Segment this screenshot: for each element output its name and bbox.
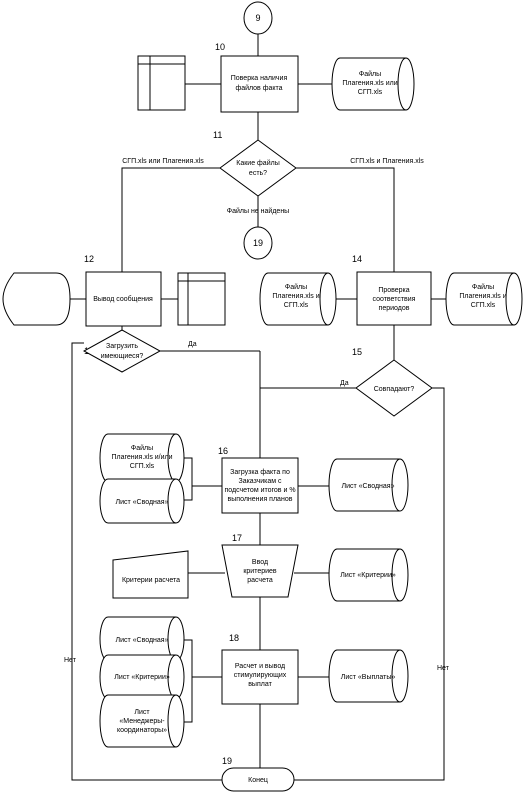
process-check-periods-line1: Проверка xyxy=(378,287,409,294)
storage-files-14-right-line2: Плагения.xls и xyxy=(459,293,506,300)
storage-files-14-right-line3: СГП.xls xyxy=(471,302,496,309)
storage-files-top-line3: СГП.xls xyxy=(358,89,383,96)
step-number-19: 19 xyxy=(222,756,232,766)
table-document-icon xyxy=(177,272,226,326)
storage-sheet-managers-line1: Лист xyxy=(134,709,150,716)
step-number-11: 11 xyxy=(213,130,222,140)
storage-sheet-managers-line2: «Менеджеры- xyxy=(119,718,165,725)
no-line-13 xyxy=(71,342,222,781)
terminator-end xyxy=(221,767,295,792)
storage-sheet-payments-label: Лист «Выплаты» xyxy=(341,674,396,681)
process-load-fact xyxy=(221,457,299,514)
storage-sheet-criteria-17 xyxy=(328,548,409,602)
not-found-label: Файлы не найдены xyxy=(227,207,289,215)
connector-9-label: 9 xyxy=(255,13,260,23)
enter-criteria-line1: Ввод xyxy=(252,559,268,566)
enter-criteria-line3: расчета xyxy=(247,577,273,584)
decision-load-existing-line1: Загрузить xyxy=(106,343,138,350)
decision-which-files xyxy=(219,139,297,197)
branch-line-left xyxy=(121,167,220,272)
decision-which-files-line2: есть? xyxy=(249,170,267,177)
process-load-fact-line3: подсчетом итогов и % xyxy=(224,487,295,494)
branch-right-label: СГП.xls и Плагения.xls xyxy=(350,158,424,165)
process-show-message-label: Вывод сообщения xyxy=(93,295,153,303)
process-check-periods-line3: периодов xyxy=(379,305,410,312)
decision-which-files-line1: Какие файлы xyxy=(236,159,279,167)
connector-19-label: 19 xyxy=(253,238,263,248)
decision-load-existing xyxy=(82,329,162,373)
process-load-fact-line4: выполнения планов xyxy=(228,496,293,503)
process-check-files xyxy=(220,55,299,113)
step-number-17: 17 xyxy=(232,533,242,543)
group-bracket xyxy=(184,639,193,723)
manual-input-criteria-label: Критерии расчета xyxy=(122,577,180,584)
manual-operation-enter-criteria xyxy=(221,544,299,598)
yes-label-13: Да xyxy=(188,341,197,348)
storage-files-top-line2: Плагения.xls или xyxy=(342,80,397,87)
storage-files-14-left xyxy=(259,272,337,326)
storage-sheet-managers-line3: координаторы» xyxy=(117,727,167,734)
storage-sheet-summary-16-right xyxy=(328,458,409,512)
display-screen-icon xyxy=(2,272,71,326)
yes-label-15: Да xyxy=(340,380,349,387)
storage-sheet-criteria-18-label: Лист «Критерии» xyxy=(114,674,170,681)
storage-files-16-line1: Файлы xyxy=(131,444,153,452)
step-number-12: 12 xyxy=(84,254,94,264)
connector-9: 9 xyxy=(243,1,273,35)
process-load-fact-line1: Загрузка факта по xyxy=(230,469,290,476)
step-number-10: 10 xyxy=(215,42,225,52)
process-check-periods xyxy=(356,271,432,326)
step-number-15: 15 xyxy=(352,347,362,357)
no-line-15 xyxy=(294,387,445,781)
storage-files-14-right xyxy=(445,272,523,326)
process-calc-line1: Расчет и вывод xyxy=(235,663,285,670)
step-number-16: 16 xyxy=(218,446,228,456)
step-number-18: 18 xyxy=(229,633,239,643)
terminator-end-label: Конец xyxy=(248,777,268,784)
decision-load-existing-line2: имеющиеся? xyxy=(101,353,144,360)
process-load-fact-line2: Заказчикам с xyxy=(238,478,282,485)
decision-match xyxy=(355,359,433,417)
process-check-files-line1: Поверка наличия xyxy=(231,75,288,82)
manual-input-criteria xyxy=(112,550,189,599)
storage-files-14-left-line3: СГП.xls xyxy=(284,302,309,309)
step-number-14: 14 xyxy=(352,254,362,264)
storage-files-14-left-line1: Файлы xyxy=(285,283,307,291)
storage-sheet-summary-16-label: Лист «Сводная» xyxy=(115,499,168,506)
storage-sheet-summary-16-right-label: Лист «Сводная» xyxy=(341,483,394,490)
branch-left-label: СГП.xls или Плагения.xls xyxy=(122,158,204,165)
decision-match-label: Совпадают? xyxy=(374,386,415,393)
table-document-icon xyxy=(137,55,186,111)
no-label-13: Нет xyxy=(64,657,77,664)
storage-files-16-line3: СГП.xls xyxy=(130,463,155,470)
connector-19: 19 xyxy=(243,226,273,260)
storage-files-top xyxy=(331,57,415,111)
process-check-files-line2: файлов факта xyxy=(235,84,282,92)
process-calc-line2: стимулирующих xyxy=(234,672,287,679)
enter-criteria-line2: критериев xyxy=(243,568,277,575)
storage-sheet-summary-18-label: Лист «Сводная» xyxy=(115,637,168,644)
storage-sheet-criteria-17-label: Лист «Критерии» xyxy=(340,572,396,579)
storage-files-14-right-line1: Файлы xyxy=(472,283,494,291)
storage-sheet-managers xyxy=(99,694,185,748)
branch-line-right xyxy=(296,167,395,272)
storage-files-14-left-line2: Плагения.xls и xyxy=(272,293,319,300)
process-check-periods-line2: соответствия xyxy=(373,296,416,303)
group-bracket xyxy=(184,457,193,501)
storage-sheet-summary-16 xyxy=(99,478,185,524)
process-calc-line3: выплат xyxy=(248,681,272,688)
storage-sheet-payments xyxy=(328,649,409,703)
no-label-15: Нет xyxy=(437,665,450,672)
storage-files-16-line2: Плагения.xls и/или xyxy=(111,454,172,461)
storage-files-top-line1: Файлы xyxy=(359,70,381,78)
